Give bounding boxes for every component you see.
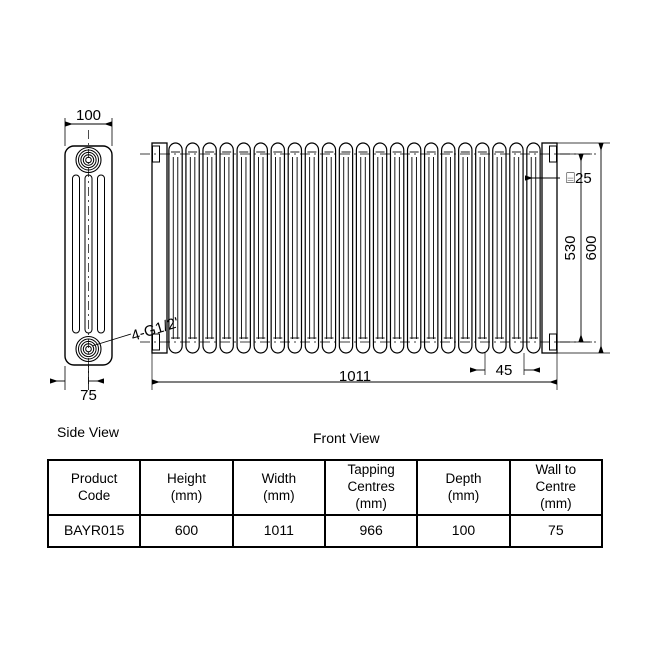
- header-wall-to-centre: Wall to Centre (mm): [508, 459, 604, 516]
- side-view-top-tapping: [75, 146, 102, 174]
- tapping-centres-dimension: [556, 153, 592, 343]
- radiator-column: [168, 142, 183, 354]
- thread-callout-leader: [91, 333, 132, 347]
- radiator-column: [236, 142, 251, 354]
- radiator-column: [338, 142, 354, 354]
- header-line-2: Centre: [535, 479, 577, 495]
- radiator-column: [406, 142, 422, 354]
- specification-table: Product Code Height (mm) Width (mm) Tapp…: [46, 459, 604, 548]
- column-diameter-label: ⌸25: [566, 170, 592, 187]
- radiator-column: [355, 142, 371, 354]
- header-tapping-centres: Tapping Centres (mm): [323, 459, 419, 516]
- header-line-2: Code: [78, 487, 111, 503]
- header-line-3: (mm): [355, 495, 387, 511]
- cell-height: 600: [139, 514, 234, 548]
- front-view-right-end: [541, 142, 558, 354]
- side-view-width-dimension: [64, 118, 113, 146]
- column-pitch-dimension: [470, 353, 540, 375]
- overall-height-label: 600: [583, 235, 600, 260]
- side-view-group: [50, 118, 132, 390]
- side-view-body: [64, 145, 113, 366]
- radiator-column: [441, 142, 456, 354]
- radiator-column: [526, 142, 541, 354]
- front-view-group: [140, 142, 610, 390]
- table-header-row: Product Code Height (mm) Width (mm) Tapp…: [46, 459, 604, 516]
- header-height: Height (mm): [139, 459, 234, 516]
- header-line-2: (mm): [447, 487, 480, 503]
- radiator-column: [509, 142, 524, 354]
- radiator-column: [253, 142, 269, 354]
- header-line-1: Height: [166, 470, 206, 486]
- header-line-1: Width: [261, 470, 297, 486]
- header-line-2: (mm): [263, 487, 295, 503]
- column-pitch-label: 45: [496, 362, 513, 379]
- radiator-column: [475, 142, 490, 354]
- overall-width-label: 1011: [339, 368, 371, 385]
- radiator-column: [219, 142, 234, 354]
- header-line-1: Product: [70, 470, 118, 486]
- radiator-column: [202, 142, 217, 354]
- spec-table-container: Product Code Height (mm) Width (mm) Tapp…: [46, 459, 604, 548]
- overall-width-dimension: [151, 353, 558, 390]
- header-product-code: Product Code: [46, 459, 142, 516]
- radiator-column: [389, 142, 405, 354]
- radiator-column: [304, 142, 320, 354]
- header-line-2: Centres: [347, 479, 395, 495]
- radiator-column: [287, 142, 303, 354]
- overall-height-dimension: [556, 142, 610, 354]
- cell-depth: 100: [416, 514, 511, 548]
- cell-product-code: BAYR015: [46, 514, 142, 548]
- header-line-2: (mm): [170, 487, 203, 503]
- side-view-wall-to-centre-label: 75: [80, 387, 97, 404]
- header-line-1: Depth: [445, 470, 482, 486]
- table-row: BAYR015 600 1011 966 100 75: [46, 514, 604, 548]
- radiator-column: [185, 142, 200, 354]
- header-line-3: (mm): [540, 495, 572, 511]
- side-view-depth-label: 100: [76, 107, 101, 124]
- cell-wall-to-centre: 75: [508, 514, 604, 548]
- front-view-title: Front View: [313, 430, 381, 446]
- header-line-1: Tapping: [347, 462, 395, 478]
- radiator-column: [270, 142, 286, 354]
- front-view-columns: [168, 142, 541, 354]
- radiator-column: [458, 142, 473, 354]
- radiator-column: [423, 142, 439, 354]
- radiator-column: [492, 142, 507, 354]
- header-depth: Depth (mm): [416, 459, 511, 516]
- side-view-title: Side View: [57, 424, 120, 440]
- cell-width: 1011: [231, 514, 326, 548]
- side-view-wall-to-centre-dimension: [50, 366, 104, 390]
- header-line-1: Wall to: [535, 462, 577, 478]
- cell-tapping-centres: 966: [323, 514, 419, 548]
- tapping-centres-label: 530: [562, 235, 579, 260]
- header-width: Width (mm): [231, 459, 326, 516]
- radiator-column: [321, 142, 337, 354]
- side-view-bottom-tapping: [75, 335, 102, 363]
- radiator-column: [372, 142, 388, 354]
